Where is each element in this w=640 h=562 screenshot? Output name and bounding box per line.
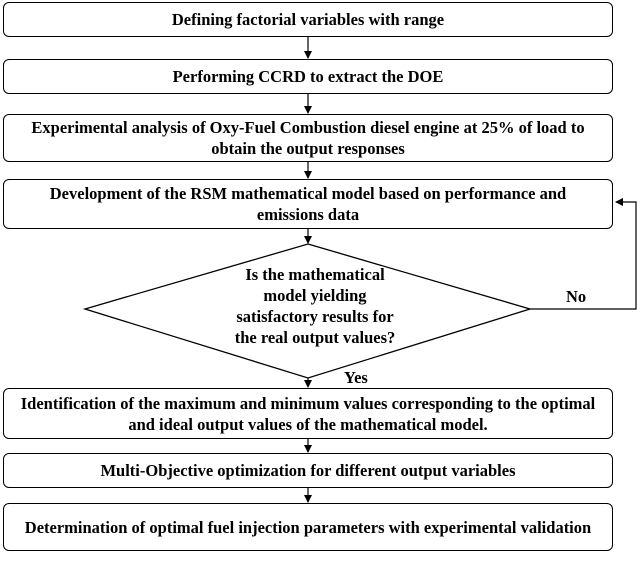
step-2-box: Performing CCRD to extract the DOE: [3, 59, 613, 94]
step-3-box: Experimental analysis of Oxy-Fuel Combus…: [3, 114, 613, 162]
step-7-box: Determination of optimal fuel injection …: [3, 503, 613, 551]
step-4-box: Development of the RSM mathematical mode…: [3, 179, 613, 229]
decision-question: Is the mathematical model yielding satis…: [234, 265, 396, 347]
arrow-no-feedback-loop: [530, 198, 637, 310]
step-6-box: Multi-Objective optimization for differe…: [3, 453, 613, 488]
step-5-box: Identification of the maximum and minimu…: [3, 388, 613, 439]
decision-yes-label: Yes: [344, 368, 368, 387]
decision-no-label: No: [566, 287, 587, 306]
step-1-box: Defining factorial variables with range: [3, 2, 613, 37]
